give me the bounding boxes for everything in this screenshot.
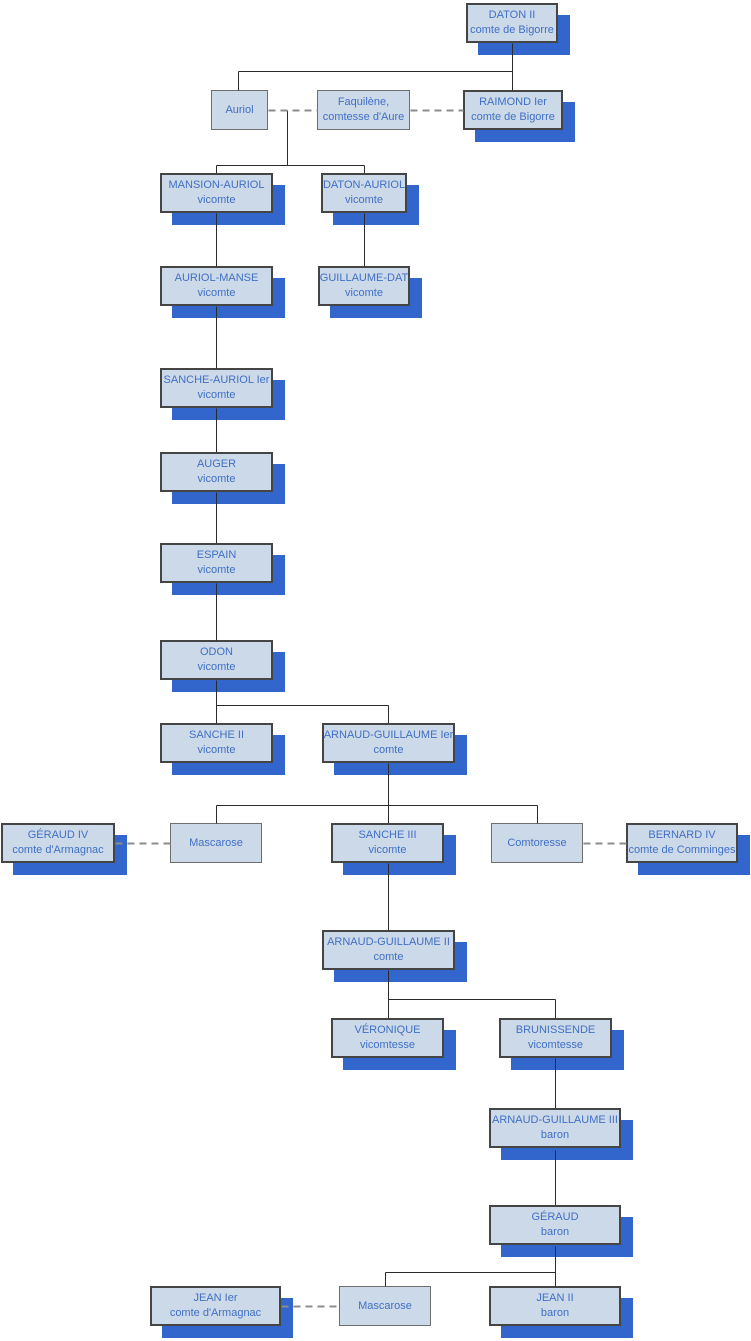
person-name: JEAN II — [536, 1292, 574, 1304]
person-title: vicomte — [197, 194, 236, 206]
tree-node-brunissende: BRUNISSENDE vicomtesse — [499, 1018, 612, 1058]
person-title: vicomte — [197, 473, 236, 485]
tree-node-arnaud_guillaume1: ARNAUD-GUILLAUME Ier comte — [322, 723, 455, 763]
person-title: comte de Comminges — [628, 844, 736, 856]
tree-node-auger: AUGER vicomte — [160, 452, 273, 492]
tree-node-raimond1: RAIMOND Ier comte de Bigorre — [463, 90, 563, 130]
person-title: comte — [373, 951, 404, 963]
person-name: BERNARD IV — [648, 829, 716, 841]
person-name: Mascarose — [189, 836, 243, 849]
tree-node-geraud4: GÉRAUD IV comte d'Armagnac — [1, 823, 115, 863]
person-name: AUGER — [196, 458, 237, 470]
person-title: vicomte — [197, 661, 236, 673]
person-title: vicomte — [345, 287, 383, 299]
person-title: comte de Bigorre — [471, 111, 555, 123]
tree-node-auriol: Auriol — [211, 90, 268, 130]
person-name: Comtoresse — [507, 836, 567, 849]
tree-node-espain: ESPAIN vicomte — [160, 543, 273, 583]
tree-node-arnaud_guillaume2: ARNAUD-GUILLAUME II comte — [322, 930, 455, 970]
person-name: GÉRAUD — [531, 1211, 579, 1223]
person-name: AURIOL-MANSE — [174, 272, 259, 284]
person-name: SANCHE III — [358, 829, 417, 841]
tree-node-daton_auriol: DATON-AURIOL vicomte — [321, 173, 407, 213]
person-title: baron — [540, 1307, 570, 1319]
tree-node-jean1: JEAN Ier comte d'Armagnac — [150, 1286, 281, 1326]
person-name: RAIMOND Ier — [479, 96, 547, 108]
person-name: Auriol — [225, 103, 254, 116]
person-title: vicomte — [345, 194, 383, 206]
tree-node-sanche2: SANCHE II vicomte — [160, 723, 273, 763]
person-name: JEAN Ier — [193, 1292, 238, 1304]
person-title: vicomte — [197, 389, 236, 401]
person-title: vicomte — [197, 744, 236, 756]
person-title: comtesse d'Aure — [322, 111, 405, 123]
tree-node-mascarose1: Mascarose — [170, 823, 262, 863]
tree-node-faquilene: Faquilène, comtesse d'Aure — [317, 90, 410, 130]
tree-node-sanche3: SANCHE III vicomte — [331, 823, 444, 863]
person-title: vicomte — [197, 564, 236, 576]
person-name: GUILLAUME-DAT — [319, 272, 409, 284]
person-name: ARNAUD-GUILLAUME III — [492, 1114, 618, 1126]
tree-node-sanche_auriol1: SANCHE-AURIOL Ier vicomte — [160, 368, 273, 408]
person-name: Faquilène, — [337, 96, 390, 108]
tree-node-odon: ODON vicomte — [160, 640, 273, 680]
tree-node-mansion_auriol: MANSION-AURIOL vicomte — [160, 173, 273, 213]
tree-node-geraud: GÉRAUD baron — [489, 1205, 621, 1245]
person-title: vicomtesse — [359, 1039, 416, 1051]
person-title: comte — [373, 744, 404, 756]
tree-node-auriol_manse: AURIOL-MANSE vicomte — [160, 266, 273, 306]
person-name: GÉRAUD IV — [27, 829, 89, 841]
person-name: DATON II — [488, 9, 536, 21]
person-name: MANSION-AURIOL — [168, 179, 265, 191]
person-name: ESPAIN — [196, 549, 237, 561]
tree-node-arnaud_guillaume3: ARNAUD-GUILLAUME III baron — [489, 1108, 621, 1148]
person-title: comte d'Armagnac — [169, 1307, 262, 1319]
tree-node-daton2: DATON II comte de Bigorre — [466, 3, 558, 43]
person-title: comte de Bigorre — [470, 24, 554, 36]
person-title: baron — [540, 1226, 570, 1238]
person-name: SANCHE-AURIOL Ier — [163, 374, 270, 386]
person-title: vicomte — [197, 287, 236, 299]
person-name: ARNAUD-GUILLAUME II — [327, 936, 450, 948]
person-name: ODON — [200, 646, 233, 658]
person-name: DATON-AURIOL — [322, 179, 406, 191]
tree-node-comtoresse: Comtoresse — [491, 823, 583, 863]
person-name: BRUNISSENDE — [515, 1024, 596, 1036]
person-title: vicomte — [368, 844, 407, 856]
person-title: vicomtesse — [527, 1039, 584, 1051]
person-name: ARNAUD-GUILLAUME Ier — [323, 729, 454, 741]
person-title: baron — [540, 1129, 570, 1141]
tree-node-bernard4: BERNARD IV comte de Comminges — [626, 823, 738, 863]
tree-node-jean2: JEAN II baron — [489, 1286, 621, 1326]
tree-node-veronique: VÉRONIQUE vicomtesse — [331, 1018, 444, 1058]
person-name: SANCHE II — [188, 729, 244, 741]
person-name: VÉRONIQUE — [354, 1024, 421, 1036]
person-title: comte d'Armagnac — [12, 844, 104, 856]
person-name: Mascarose — [358, 1299, 412, 1312]
tree-node-guillaume_dat: GUILLAUME-DAT vicomte — [318, 266, 410, 306]
tree-node-mascarose2: Mascarose — [339, 1286, 431, 1326]
